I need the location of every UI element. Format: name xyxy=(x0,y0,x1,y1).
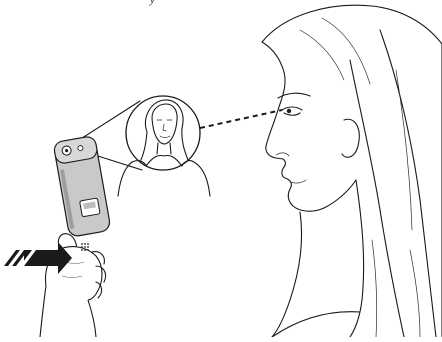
ear xyxy=(342,119,359,157)
portrait-lens-circle xyxy=(126,96,200,170)
hair-front-outline xyxy=(262,42,285,104)
nostril xyxy=(276,153,289,156)
arm-left-edge xyxy=(40,286,46,337)
hair-strand-b xyxy=(322,18,370,84)
line-of-sight xyxy=(200,110,282,128)
hair-strand-e xyxy=(410,250,420,337)
hair-back-outline xyxy=(262,5,442,44)
phone-and-hand xyxy=(40,136,111,337)
keypad-icon xyxy=(81,243,89,251)
flash-icon xyxy=(78,145,84,151)
jawline xyxy=(324,180,356,208)
woman-profile xyxy=(262,5,442,337)
cropped-text-fragment: y xyxy=(150,0,208,7)
eye-lower xyxy=(284,113,300,115)
eye xyxy=(282,107,302,110)
mouth-corner xyxy=(290,180,306,183)
arm-right-edge xyxy=(88,300,96,337)
mobile-phone xyxy=(53,136,111,238)
shoulder xyxy=(272,312,360,337)
hair-strand-a xyxy=(300,30,344,80)
eye-pupil xyxy=(287,109,291,113)
hair-flow-2 xyxy=(380,30,436,337)
hair-flow-3 xyxy=(350,180,364,337)
hair-strand-c xyxy=(396,70,412,230)
face-profile xyxy=(266,104,324,211)
press-arrow-icon xyxy=(4,242,72,274)
neck-front xyxy=(272,212,302,337)
hair-strand-d xyxy=(372,240,377,337)
